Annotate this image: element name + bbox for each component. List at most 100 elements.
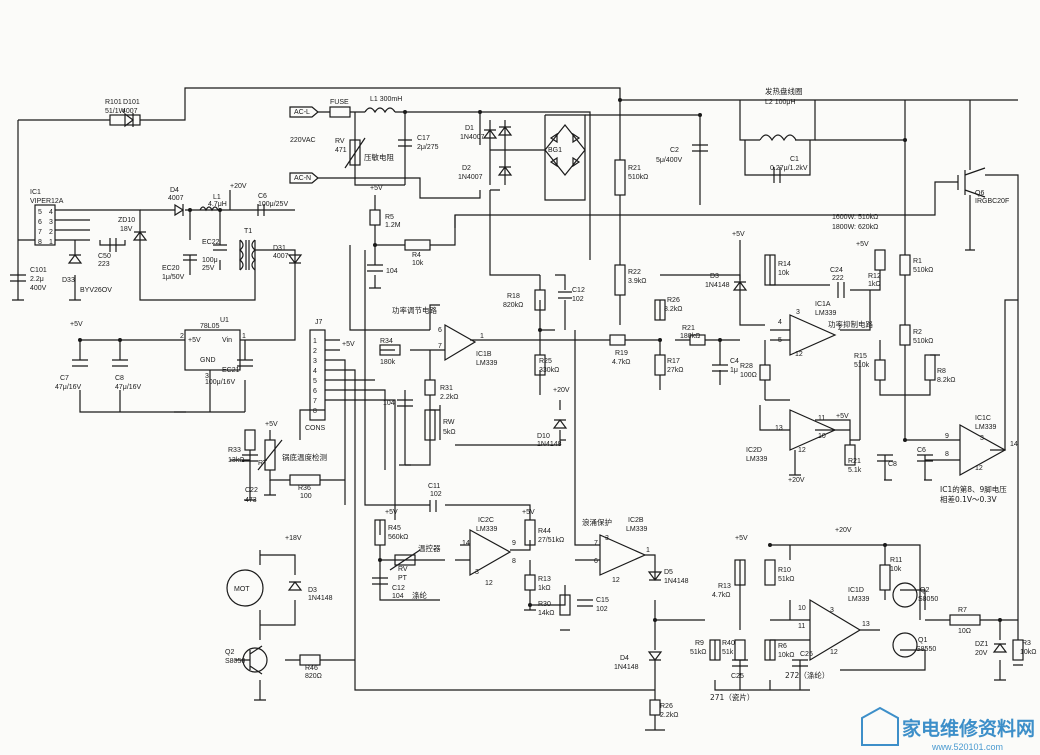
q2-drv-name: Q2 [920,587,929,594]
q2-driver-transistor [892,582,918,608]
j7-cons: CONS [305,425,326,432]
rt-thermistor [264,439,276,471]
rv-value: 471 [335,147,347,154]
fan-d3-diode [287,581,303,591]
ec22-name: EC22 [202,239,220,246]
t1-name: T1 [244,228,252,235]
watermark-url: www.520101.com [931,742,1003,752]
d33-value: BYV26OV [80,287,112,294]
r2-value: 510kΩ [913,338,933,345]
r17-resistor [654,354,666,376]
ic1b-comparator [444,323,477,362]
r33-resistor [244,429,256,451]
j7-pin8: 8 [313,408,317,415]
d10-value: 1N4148 [537,441,562,448]
r21-resistor [614,159,626,196]
q6-value: IRGBC20F [975,198,1009,205]
c6-name: C6 [258,193,267,200]
sensor-label: 温控器 [418,543,441,553]
r17-value: 27kΩ [667,367,684,374]
r6-resistor [764,639,776,661]
ic2b-value: LM339 [626,526,648,533]
rw-name: RW [443,419,455,426]
r21c-name: R21 [848,458,861,465]
r11-name: R11 [890,557,902,564]
c22-value: 473 [245,497,257,504]
d10-diode [552,419,568,429]
fan-q2-name: Q2 [225,649,234,656]
ic2d-pin13: 13 [775,425,783,432]
c8b-name: C8 [888,461,897,468]
d4-surge-name: D4 [620,655,629,662]
r33-value: 13kΩ [228,457,245,464]
zd10-name: ZD10 [118,217,135,224]
c11-value: 102 [430,491,442,498]
d4-value: 4007 [168,195,184,202]
ic1-pin7: 7 [38,229,42,236]
c4-value: 1μ [730,367,738,374]
ic2d-comparator [789,409,837,451]
c26-note: 272（涤纶） [785,670,829,680]
d101-name: D101 [123,99,140,106]
r4-resistor [404,239,431,251]
ic1-pin3: 3 [49,219,53,226]
c6-ic1c-capacitor [917,454,933,462]
drv-plus5: +5V [735,535,748,542]
j7-connector [309,329,326,421]
ec20-value: 1μ/50V [162,274,185,281]
wires [17,87,1019,730]
r26-value: 8.2kΩ [664,306,682,313]
ic1-pin6: 6 [38,219,42,226]
c104b-label: 104 [383,400,395,407]
q6-igbt [950,167,986,198]
q1-drv-name: Q1 [918,637,927,644]
r45-name: R45 [388,525,401,532]
r22-value: 3.9kΩ [628,278,646,285]
r5-resistor [369,209,381,226]
r26-surge-value: 2.2kΩ [660,712,678,719]
r10-name: R10 [778,567,791,574]
q2-drv-value: S8050 [918,596,938,603]
ic1c-note-1: IC1的第8、9脚电压 [940,484,1007,494]
c2-name: C2 [670,147,679,154]
r7-resistor [949,614,981,626]
r7-value: 10Ω [958,628,971,635]
rv-varistor-arrow [344,137,366,169]
c1-value: 0.27μ/1.2kV [770,165,808,172]
d4-surge-diode [647,651,663,661]
r2-name: R2 [913,329,922,336]
c104-label: 104 [386,268,398,275]
l1-label: L1 300mH [370,96,402,103]
c50-capacitor [109,238,117,252]
r13-driver-value: 4.7kΩ [712,592,730,599]
c50-name: C50 [98,253,111,260]
r21-name: R21 [628,165,641,172]
d5-value: 1N4148 [664,578,689,585]
d31-value: 4007 [273,253,289,260]
ic2d-name: IC2D [746,447,762,454]
q1-drv-value: S8550 [916,646,936,653]
r18-value: 820kΩ [503,302,523,309]
ic1-pin8: 8 [38,239,42,246]
c25-note: 271（瓷片） [710,692,754,702]
c4-name: C4 [730,358,739,365]
d1-value: 1N4007 [460,134,485,141]
j7-pin6: 6 [313,388,317,395]
r9-value: 51kΩ [690,649,707,656]
ic1-name: IC1 [30,189,41,196]
fan-plus18: +18V [285,535,302,542]
c15-name: C15 [596,597,609,604]
r26-surge-resistor [649,699,661,716]
c11-capacitor [429,500,437,512]
dz1-name: DZ1 [975,641,988,648]
r5-value: 1.2M [385,222,401,229]
watermark-logo-icon [861,706,899,746]
r1-name: R1 [913,258,922,265]
ic1-pin4: 4 [49,209,53,216]
r13-driver-name: R13 [718,583,731,590]
ic2b-pin3: 3 [605,535,609,542]
ec22-voltage: 25V [202,265,215,272]
l2-label: L2 100μH [765,99,796,106]
fan-d3-value: 1N4148 [308,595,333,602]
watermark: 家电维修资料网 www.520101.com [861,706,1035,752]
